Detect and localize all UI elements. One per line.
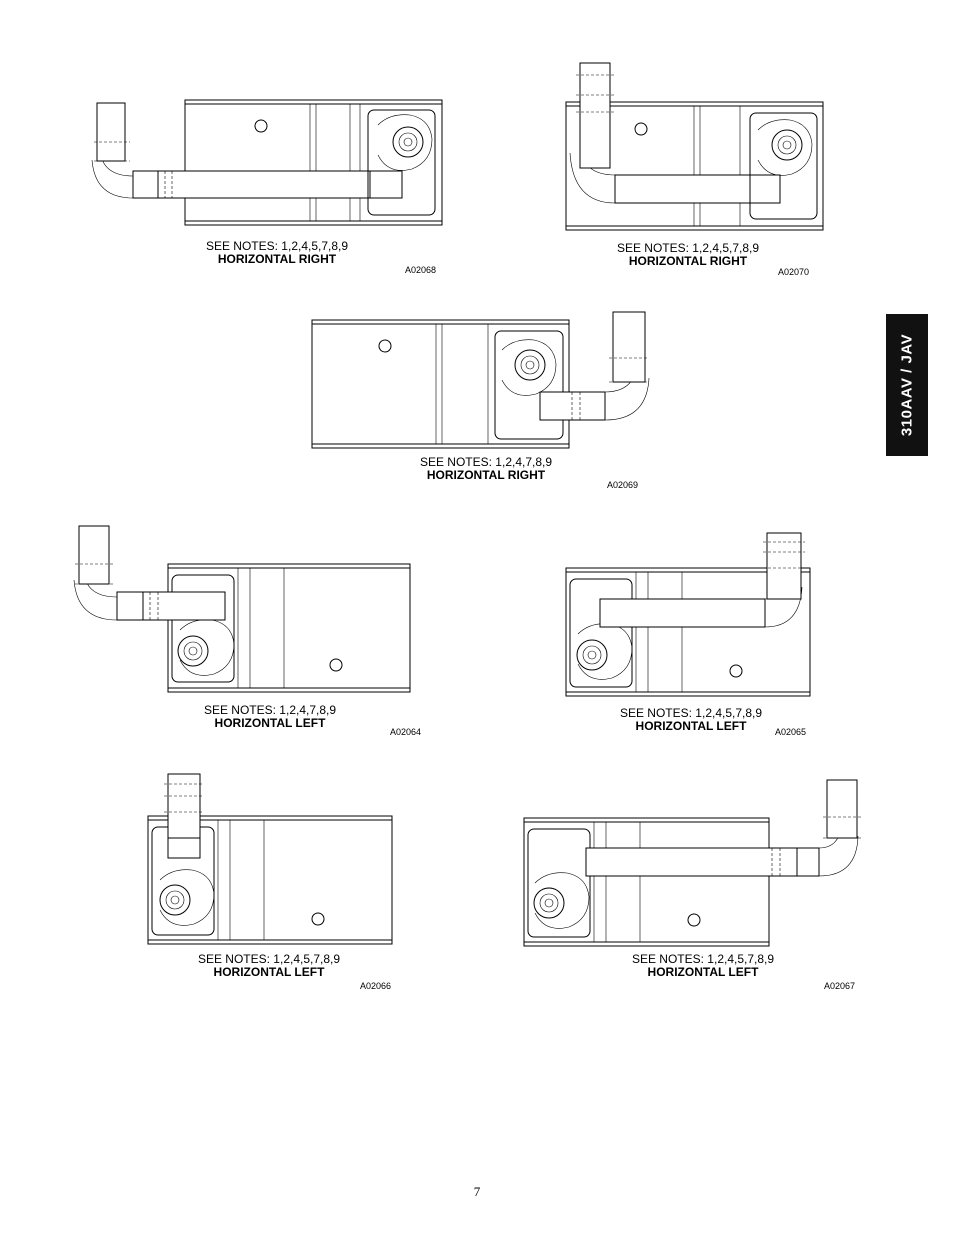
furnace-drawing-a02068 bbox=[91, 99, 443, 226]
figure-caption: SEE NOTES: 1,2,4,7,8,9 HORIZONTAL RIGHT bbox=[405, 456, 567, 482]
figure-caption: SEE NOTES: 1,2,4,5,7,8,9 HORIZONTAL LEFT bbox=[610, 707, 772, 733]
furnace-drawing-a02065 bbox=[565, 532, 811, 697]
figure-title: HORIZONTAL RIGHT bbox=[628, 254, 748, 268]
figure-caption: SEE NOTES: 1,2,4,5,7,8,9 HORIZONTAL RIGH… bbox=[196, 240, 358, 266]
figure-title: HORIZONTAL LEFT bbox=[213, 965, 325, 979]
furnace-drawing-a02067 bbox=[523, 779, 861, 947]
notes-reference: SEE NOTES: 1,2,4,5,7,8,9 bbox=[197, 952, 341, 966]
notes-reference: SEE NOTES: 1,2,4,5,7,8,9 bbox=[205, 239, 349, 253]
figure-title: HORIZONTAL RIGHT bbox=[426, 468, 546, 482]
side-tab: 310AAV / JAV bbox=[886, 314, 928, 456]
furnace-drawing-a02069 bbox=[311, 311, 650, 449]
figure-title: HORIZONTAL LEFT bbox=[214, 716, 326, 730]
figure-code: A02070 bbox=[778, 267, 810, 277]
figure-code: A02064 bbox=[390, 727, 422, 737]
notes-reference: SEE NOTES: 1,2,4,5,7,8,9 bbox=[619, 706, 763, 720]
furnace-drawing-a02066 bbox=[147, 773, 393, 945]
notes-reference: SEE NOTES: 1,2,4,5,7,8,9 bbox=[616, 241, 760, 255]
figure-caption: SEE NOTES: 1,2,4,7,8,9 HORIZONTAL LEFT bbox=[189, 704, 351, 730]
figure-title: HORIZONTAL LEFT bbox=[647, 965, 759, 979]
figure-code: A02065 bbox=[775, 727, 807, 737]
notes-reference: SEE NOTES: 1,2,4,7,8,9 bbox=[203, 703, 337, 717]
figure-code: A02066 bbox=[360, 981, 392, 991]
furnace-drawing-a02070 bbox=[565, 62, 824, 231]
furnace-drawing-a02064 bbox=[73, 525, 411, 693]
figure-caption: SEE NOTES: 1,2,4,5,7,8,9 HORIZONTAL LEFT bbox=[622, 953, 784, 979]
figure-caption: SEE NOTES: 1,2,4,5,7,8,9 HORIZONTAL LEFT bbox=[188, 953, 350, 979]
figure-code: A02068 bbox=[405, 265, 437, 275]
figure-caption: SEE NOTES: 1,2,4,5,7,8,9 HORIZONTAL RIGH… bbox=[607, 242, 769, 268]
figure-code: A02067 bbox=[824, 981, 856, 991]
figure-code: A02069 bbox=[607, 480, 639, 490]
page-number: 7 bbox=[473, 1184, 481, 1199]
notes-reference: SEE NOTES: 1,2,4,7,8,9 bbox=[419, 455, 553, 469]
figure-title: HORIZONTAL RIGHT bbox=[217, 252, 337, 266]
notes-reference: SEE NOTES: 1,2,4,5,7,8,9 bbox=[631, 952, 775, 966]
figure-title: HORIZONTAL LEFT bbox=[635, 719, 747, 733]
